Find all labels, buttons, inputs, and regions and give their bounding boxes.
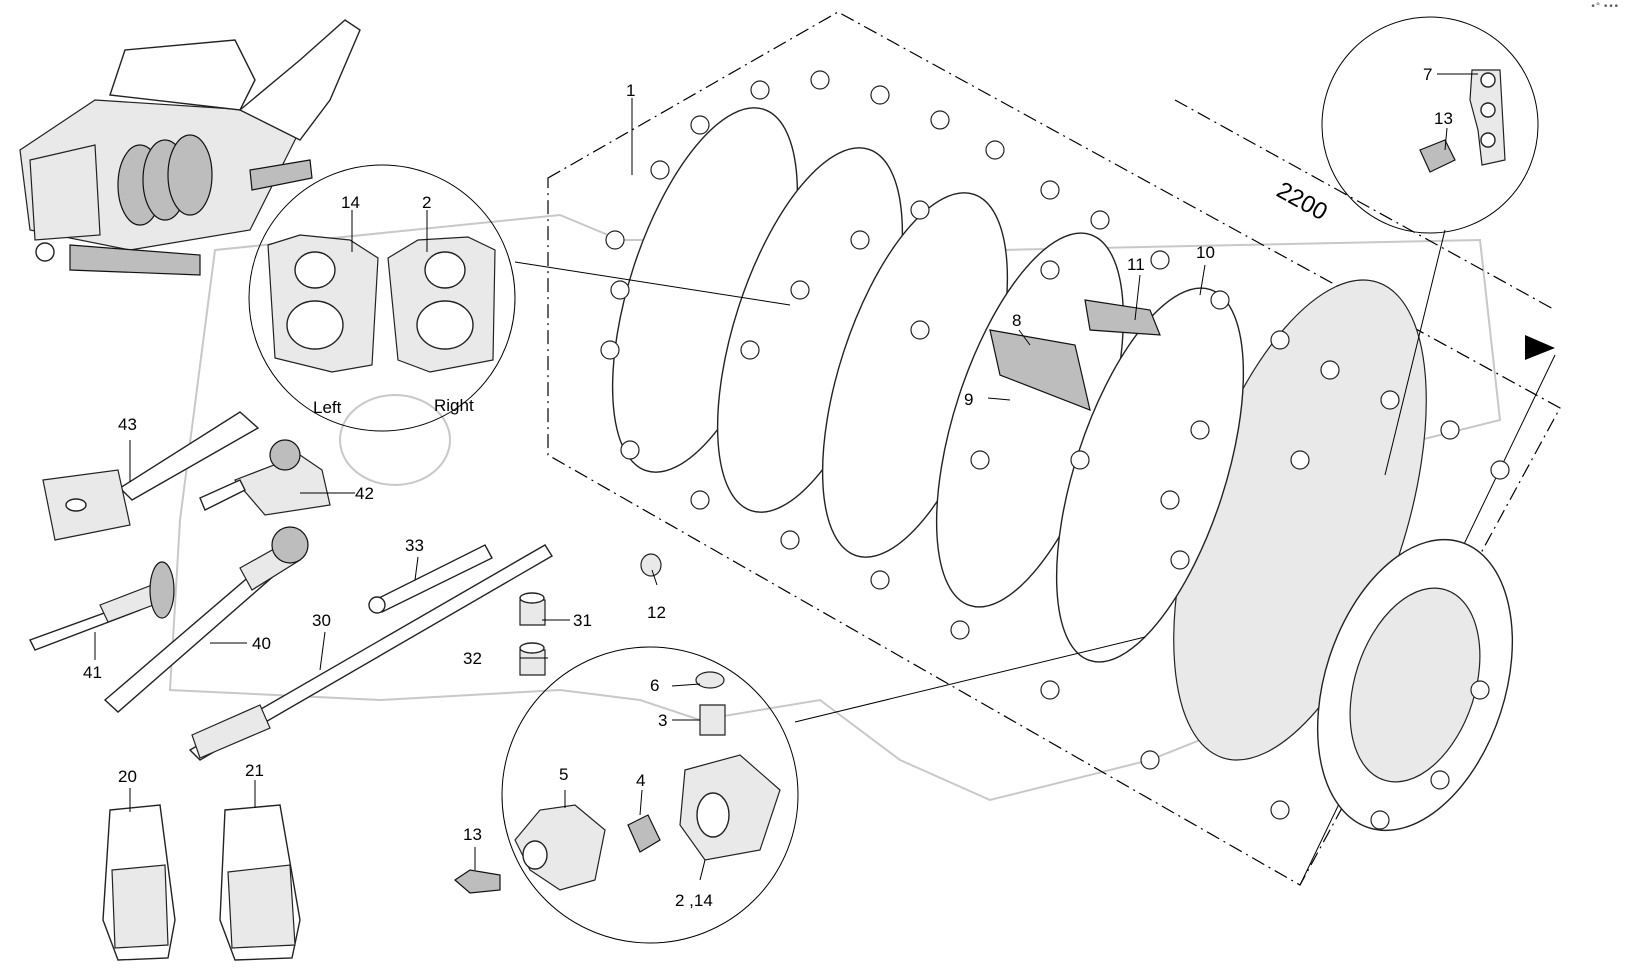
callout-8: 8 <box>1012 311 1021 330</box>
callout-32: 32 <box>463 649 482 668</box>
callout-2-14: 2 ,14 <box>675 891 713 910</box>
milling-drum <box>600 70 1514 832</box>
corner-mark: •° ••• <box>1590 2 1619 12</box>
callout-4: 4 <box>636 771 645 790</box>
callout-12: 12 <box>647 603 666 622</box>
pick-teeth <box>600 70 1510 830</box>
milling-drum-small <box>117 134 213 226</box>
milling-machine-illustration <box>19 19 361 276</box>
pick-ring-detail <box>1321 16 1539 476</box>
tools <box>29 411 662 761</box>
holder-system-detail <box>454 636 1146 944</box>
caption-left: Left <box>313 398 342 417</box>
callout-42: 42 <box>355 484 374 503</box>
callout-14: 14 <box>341 193 360 212</box>
callout-labels: 1 2 14 Left Right 7 13 10 11 8 9 43 42 3… <box>83 65 1453 910</box>
callout-9: 9 <box>964 390 973 409</box>
callout-2: 2 <box>422 193 431 212</box>
callout-40: 40 <box>252 634 271 653</box>
caption-right: Right <box>434 396 474 415</box>
callout-10: 10 <box>1196 243 1215 262</box>
callout-13-bottom: 13 <box>463 825 482 844</box>
callout-41: 41 <box>83 663 102 682</box>
callout-6: 6 <box>650 676 659 695</box>
callout-30: 30 <box>312 611 331 630</box>
holders-detail <box>248 164 791 432</box>
callout-13-ring: 13 <box>1434 109 1453 128</box>
callout-1: 1 <box>626 81 635 100</box>
callout-31: 31 <box>573 611 592 630</box>
callout-33: 33 <box>405 536 424 555</box>
leader-lines <box>94 73 1478 881</box>
spare-part-bags <box>102 804 301 961</box>
callout-11: 11 <box>1127 255 1145 274</box>
callout-5: 5 <box>559 765 568 784</box>
callout-7: 7 <box>1423 65 1432 84</box>
callout-21: 21 <box>245 761 264 780</box>
callout-3: 3 <box>658 711 667 730</box>
callout-43: 43 <box>118 415 137 434</box>
dimension-label: 2200 <box>1272 177 1332 226</box>
callout-20: 20 <box>118 767 137 786</box>
